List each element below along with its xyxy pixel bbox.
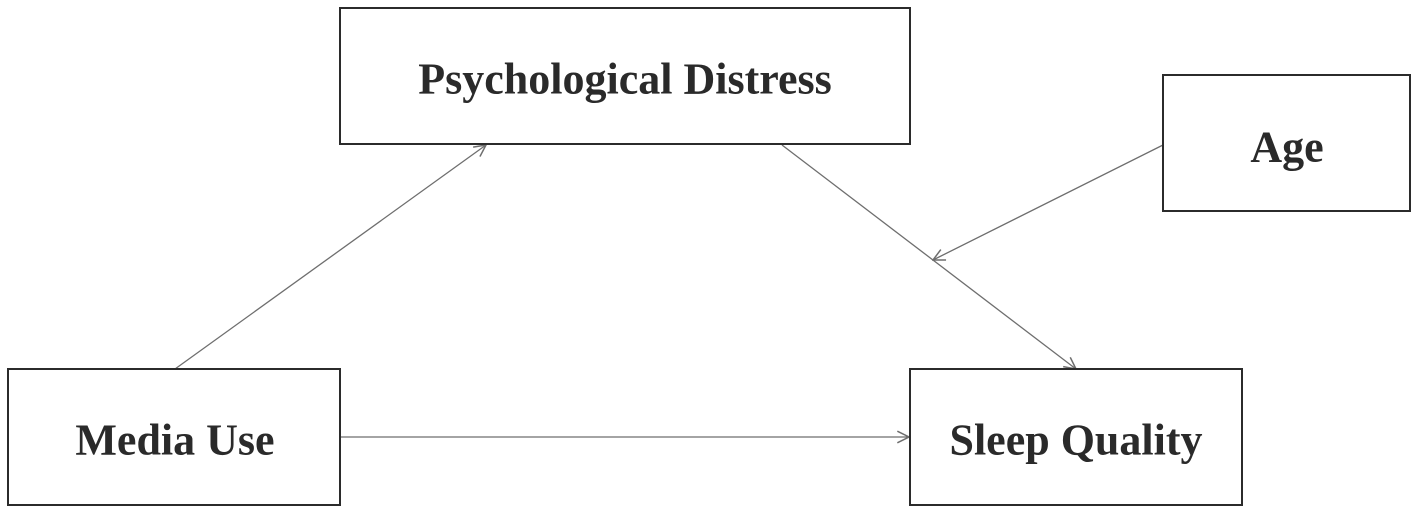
node-label-sleep-quality: Sleep Quality — [949, 416, 1202, 465]
node-age: Age — [1162, 74, 1411, 212]
edge-age-moderation — [933, 144, 1164, 260]
node-psychological-distress: Psychological Distress — [339, 7, 911, 145]
edge-media-use-to-psychological-distress — [174, 145, 486, 370]
edge-psychological-distress-to-sleep-quality — [781, 144, 1076, 369]
node-sleep-quality: Sleep Quality — [909, 368, 1243, 506]
node-media-use: Media Use — [7, 368, 341, 506]
node-label-age: Age — [1250, 123, 1323, 172]
node-label-psychological-distress: Psychological Distress — [418, 55, 832, 104]
node-label-media-use: Media Use — [75, 416, 274, 465]
